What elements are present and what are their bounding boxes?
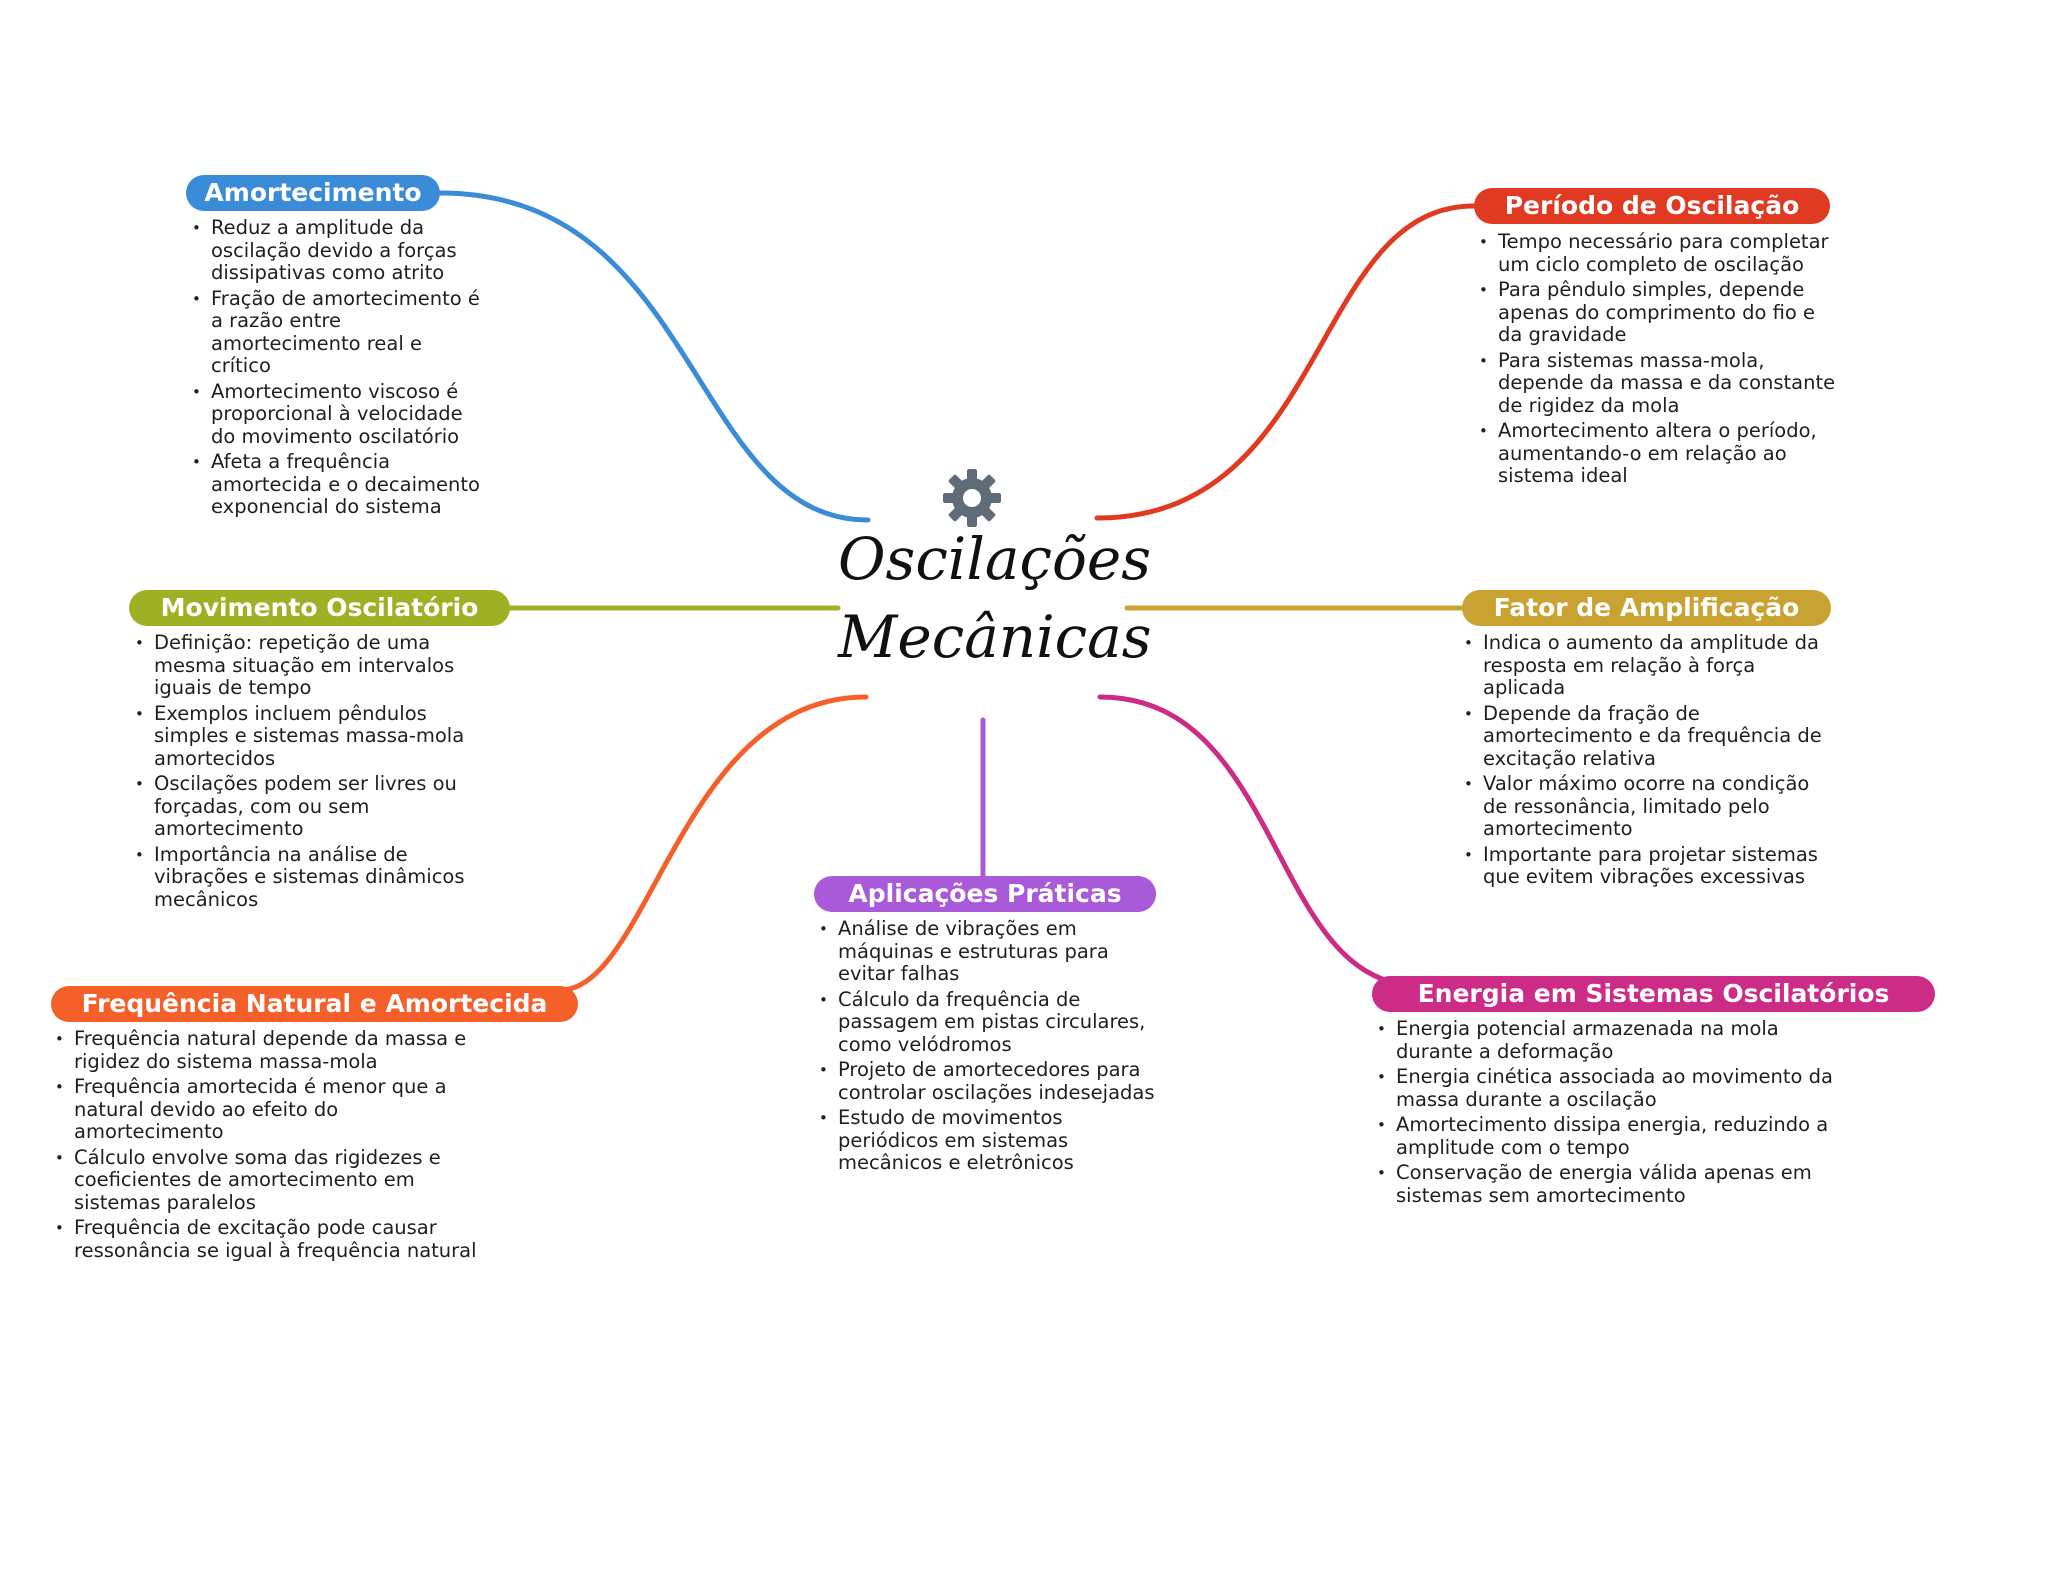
connector-frequencia	[557, 694, 869, 993]
list-energia: Energia potencial armazenada na mola dur…	[1375, 1017, 1835, 1210]
topic-periodo: Período de Oscilação	[1474, 188, 1830, 224]
list-item: Definição: repetição de uma mesma situaç…	[133, 631, 493, 700]
list-movimento: Definição: repetição de uma mesma situaç…	[133, 631, 493, 914]
list-item: Para pêndulo simples, depende apenas do …	[1477, 278, 1837, 347]
list-item: Exemplos incluem pêndulos simples e sist…	[133, 702, 493, 771]
connector-amortecimento	[437, 190, 871, 523]
list-item: Amortecimento viscoso é proporcional à v…	[190, 380, 480, 449]
list-item: Estudo de movimentos periódicos em siste…	[817, 1106, 1162, 1175]
gear-icon	[943, 469, 1001, 527]
list-item: Amortecimento altera o período, aumentan…	[1477, 419, 1837, 488]
list-item: Para sistemas massa-mola, depende da mas…	[1477, 349, 1837, 418]
topic-fator: Fator de Amplificação	[1462, 590, 1831, 626]
list-item: Análise de vibrações em máquinas e estru…	[817, 917, 1162, 986]
topic-energia: Energia em Sistemas Oscilatórios	[1372, 976, 1935, 1012]
list-fator: Indica o aumento da amplitude da respost…	[1462, 631, 1822, 892]
list-item: Cálculo envolve soma das rigidezes e coe…	[53, 1146, 493, 1215]
list-item: Indica o aumento da amplitude da respost…	[1462, 631, 1822, 700]
list-item: Importante para projetar sistemas que ev…	[1462, 843, 1822, 889]
connector-periodo	[1094, 203, 1477, 521]
central-topic: Oscilações Mecânicas	[838, 520, 1152, 676]
list-item: Amortecimento dissipa energia, reduzindo…	[1375, 1113, 1835, 1159]
list-item: Frequência natural depende da massa e ri…	[53, 1027, 493, 1073]
gear-hole	[963, 489, 981, 507]
topic-aplicacoes: Aplicações Práticas	[814, 876, 1156, 912]
list-item: Reduz a amplitude da oscilação devido a …	[190, 216, 480, 285]
list-item: Valor máximo ocorre na condição de resso…	[1462, 772, 1822, 841]
list-item: Depende da fração de amortecimento e da …	[1462, 702, 1822, 771]
central-topic-line-2: Mecânicas	[838, 603, 1152, 671]
list-item: Conservação de energia válida apenas em …	[1375, 1161, 1835, 1207]
list-item: Tempo necessário para completar um ciclo…	[1477, 230, 1837, 276]
list-item: Energia potencial armazenada na mola dur…	[1375, 1017, 1835, 1063]
list-item: Frequência de excitação pode causar ress…	[53, 1216, 493, 1262]
topic-amortecimento: Amortecimento	[186, 175, 440, 211]
list-item: Cálculo da frequência de passagem em pis…	[817, 988, 1162, 1057]
list-frequencia: Frequência natural depende da massa e ri…	[53, 1027, 493, 1265]
list-item: Fração de amortecimento é a razão entre …	[190, 287, 480, 378]
list-item: Oscilações podem ser livres ou forçadas,…	[133, 772, 493, 841]
list-item: Frequência amortecida é menor que a natu…	[53, 1075, 493, 1144]
list-amortecimento: Reduz a amplitude da oscilação devido a …	[190, 216, 480, 522]
topic-movimento: Movimento Oscilatório	[129, 590, 510, 626]
list-aplicacoes: Análise de vibrações em máquinas e estru…	[817, 917, 1162, 1178]
central-topic-line-1: Oscilações	[838, 525, 1151, 593]
list-item: Afeta a frequência amortecida e o decaim…	[190, 450, 480, 519]
list-item: Importância na análise de vibrações e si…	[133, 843, 493, 912]
list-item: Projeto de amortecedores para controlar …	[817, 1058, 1162, 1104]
list-item: Energia cinética associada ao movimento …	[1375, 1065, 1835, 1111]
connector-energia	[1097, 694, 1413, 988]
topic-frequencia: Frequência Natural e Amortecida	[51, 986, 578, 1022]
list-periodo: Tempo necessário para completar um ciclo…	[1477, 230, 1837, 491]
